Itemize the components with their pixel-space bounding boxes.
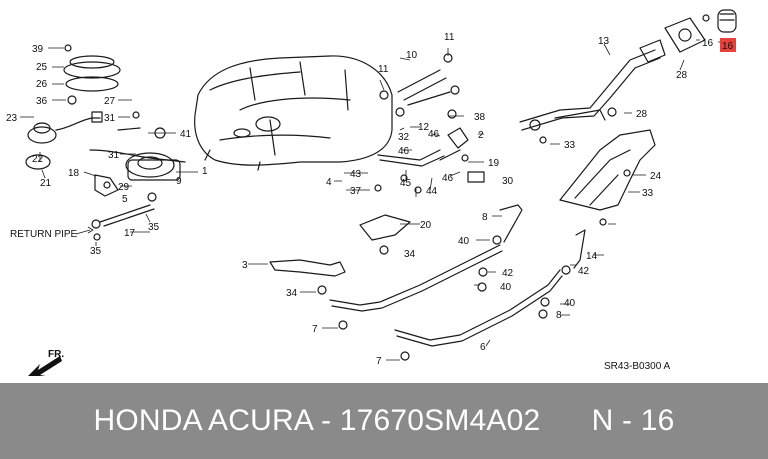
callout: 46 — [428, 129, 440, 140]
return-pipe-callout: RETURN PIPE — [10, 226, 94, 240]
callout: 9 — [176, 176, 182, 187]
parts-diagram-drawing: RETURN PIPE FR. SR43-B0300 A 39 25 26 36… — [6, 9, 737, 376]
drawing-code: SR43-B0300 A — [604, 361, 670, 372]
callout: 22 — [32, 154, 44, 165]
brand-name: HONDA ACURA — [93, 404, 313, 437]
callout: 14 — [586, 251, 598, 262]
callout: 7 — [312, 324, 318, 335]
pump-assembly-drawing — [25, 44, 186, 241]
callout: 11 — [378, 64, 389, 75]
callout: 33 — [642, 188, 654, 199]
callout: 39 — [32, 44, 44, 55]
callout: 20 — [420, 220, 432, 231]
callout: 3 — [242, 260, 248, 271]
callout: 45 — [400, 178, 412, 189]
separator: - — [320, 404, 332, 437]
callout: 33 — [564, 140, 576, 151]
callout: 46 — [442, 173, 454, 184]
callout: 42 — [578, 266, 590, 277]
callout: 10 — [406, 50, 418, 61]
highlighted-part-marker — [720, 38, 736, 52]
callout: 34 — [286, 288, 298, 299]
front-arrow: FR. — [28, 349, 64, 376]
callout-numbers: 39 25 26 36 27 23 31 41 22 21 18 29 31 9… — [6, 32, 736, 367]
callout: 21 — [40, 178, 52, 189]
callout: 31 — [104, 113, 116, 124]
callout: 8 — [482, 212, 488, 223]
callout: 46 — [398, 146, 410, 157]
callout: 6 — [480, 342, 486, 353]
callout: 8 — [556, 310, 562, 321]
callout: 23 — [6, 113, 18, 124]
callout: 5 — [122, 194, 128, 205]
callout: 30 — [502, 176, 514, 187]
callout: 7 — [376, 356, 382, 367]
callout: 28 — [676, 70, 688, 81]
callout: 2 — [478, 130, 484, 141]
callout: 40 — [458, 236, 470, 247]
callout: 40 — [564, 298, 576, 309]
callout: 29 — [118, 182, 130, 193]
parts-diagram: RETURN PIPE FR. SR43-B0300 A 39 25 26 36… — [6, 9, 737, 376]
callout: 17 — [124, 228, 136, 239]
callout: 34 — [404, 249, 416, 260]
callout: 43 — [350, 169, 362, 180]
callout: 11 — [444, 32, 455, 43]
callout-highlighted: 16 — [722, 41, 734, 52]
callout: 42 — [502, 268, 514, 279]
callout: 27 — [104, 96, 116, 107]
callout: 28 — [636, 109, 648, 120]
callout: 24 — [650, 171, 662, 182]
callout: 40 — [500, 282, 512, 293]
front-arrow-label: FR. — [48, 349, 64, 360]
tank-guard-drawing — [559, 129, 656, 226]
part-info-banner: HONDA ACURA - 17670SM4A02 N - 16 — [0, 383, 768, 459]
tank-straps-drawing — [269, 204, 586, 361]
callout: 18 — [68, 168, 80, 179]
callout: 41 — [180, 129, 192, 140]
part-number: 17670SM4A02 — [339, 404, 541, 437]
callout: 37 — [350, 186, 362, 197]
callout: 12 — [418, 122, 430, 133]
position-label: N - 16 — [591, 404, 675, 437]
callout: 1 — [202, 166, 208, 177]
callout: 25 — [36, 62, 48, 73]
part-info-text: HONDA ACURA - 17670SM4A02 N - 16 — [93, 404, 674, 438]
callout: 26 — [36, 79, 48, 90]
callout: 38 — [474, 112, 486, 123]
fuel-tank-drawing — [194, 55, 393, 171]
callout: 16 — [702, 38, 714, 49]
callout: 19 — [488, 158, 500, 169]
callout: 35 — [148, 222, 160, 233]
callout: 32 — [398, 132, 410, 143]
filler-neck-drawing — [519, 9, 737, 144]
filler-hose-drawing — [374, 53, 485, 194]
callout: 44 — [426, 186, 438, 197]
return-pipe-label: RETURN PIPE — [10, 229, 78, 240]
callout: 4 — [326, 177, 332, 188]
callout: 36 — [36, 96, 48, 107]
callout: 35 — [90, 246, 102, 257]
callout: 31 — [108, 150, 120, 161]
callout: 13 — [598, 36, 610, 47]
